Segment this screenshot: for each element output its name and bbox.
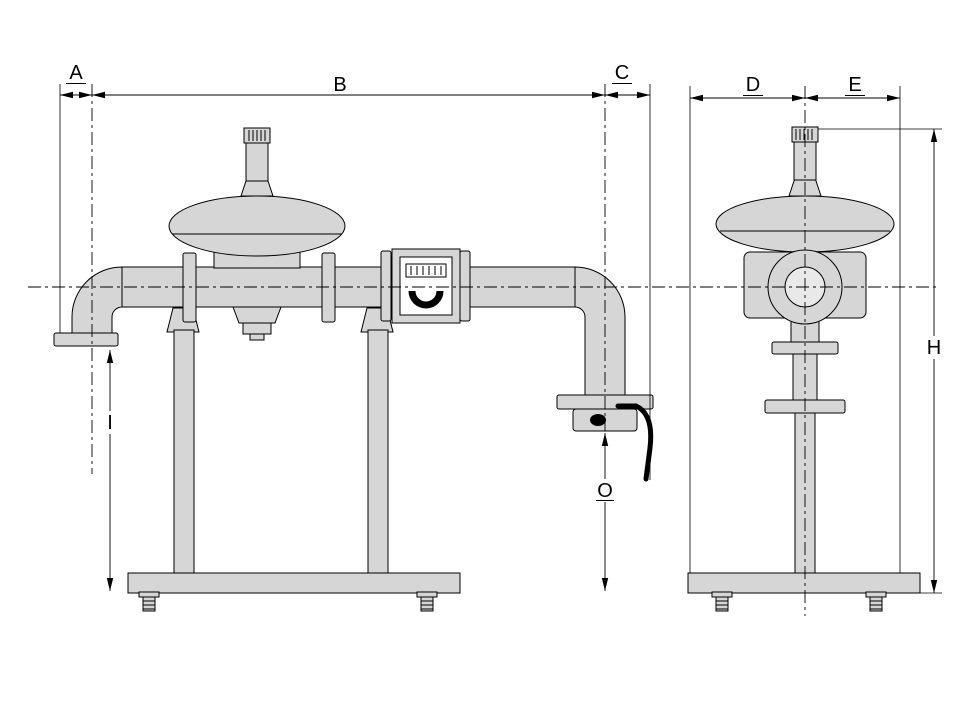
dim-label-h: H [927,337,941,359]
leveling-foot-left [138,591,160,612]
side-foot-left [711,591,733,612]
regulator-dome [168,195,346,257]
regulator-drain-nub [249,333,265,341]
centerlines [28,84,940,616]
side-view [687,126,921,612]
support-post-left [173,329,195,576]
dim-label-a: A [69,62,83,84]
pressure-regulator [168,127,346,341]
side-foot-right [865,591,887,612]
regulator-flange-right [321,252,336,323]
base-plate [127,572,461,594]
dim-label-o: O [597,480,613,502]
leveling-foot-right [416,591,438,612]
inlet-flange [53,332,119,347]
dim-label-e: E [848,74,861,96]
regulator-flange-left [182,252,197,323]
dim-label-o-bg [594,479,616,502]
dim-label-i: I [107,412,113,434]
inlet-elbow [71,266,123,334]
support-post-right [367,329,389,576]
side-base-plate [687,572,921,594]
regulator-cap [243,127,271,144]
meter-register [405,263,447,278]
support-stand-left [166,307,200,576]
dim-label-b: B [333,74,346,96]
dim-label-d: D [746,74,760,96]
outlet-elbow [574,266,626,396]
support-stand-right [360,307,394,576]
dim-label-i-bg [100,411,120,434]
regulator-drain-plug [242,322,272,335]
meter-flange-left [380,250,392,322]
dim-label-c: C [615,62,629,84]
valve-ball-icon [590,414,606,426]
regulator-stem [245,142,269,182]
dim-label-h-bg [924,336,945,359]
regulator-lower-body [232,306,282,324]
meter-flange-right [459,250,471,322]
gas-meter [380,248,471,324]
meter-rotor-icon [408,290,444,309]
front-view [53,127,654,612]
dimension-annotations: A B C I O D E H [59,62,945,594]
